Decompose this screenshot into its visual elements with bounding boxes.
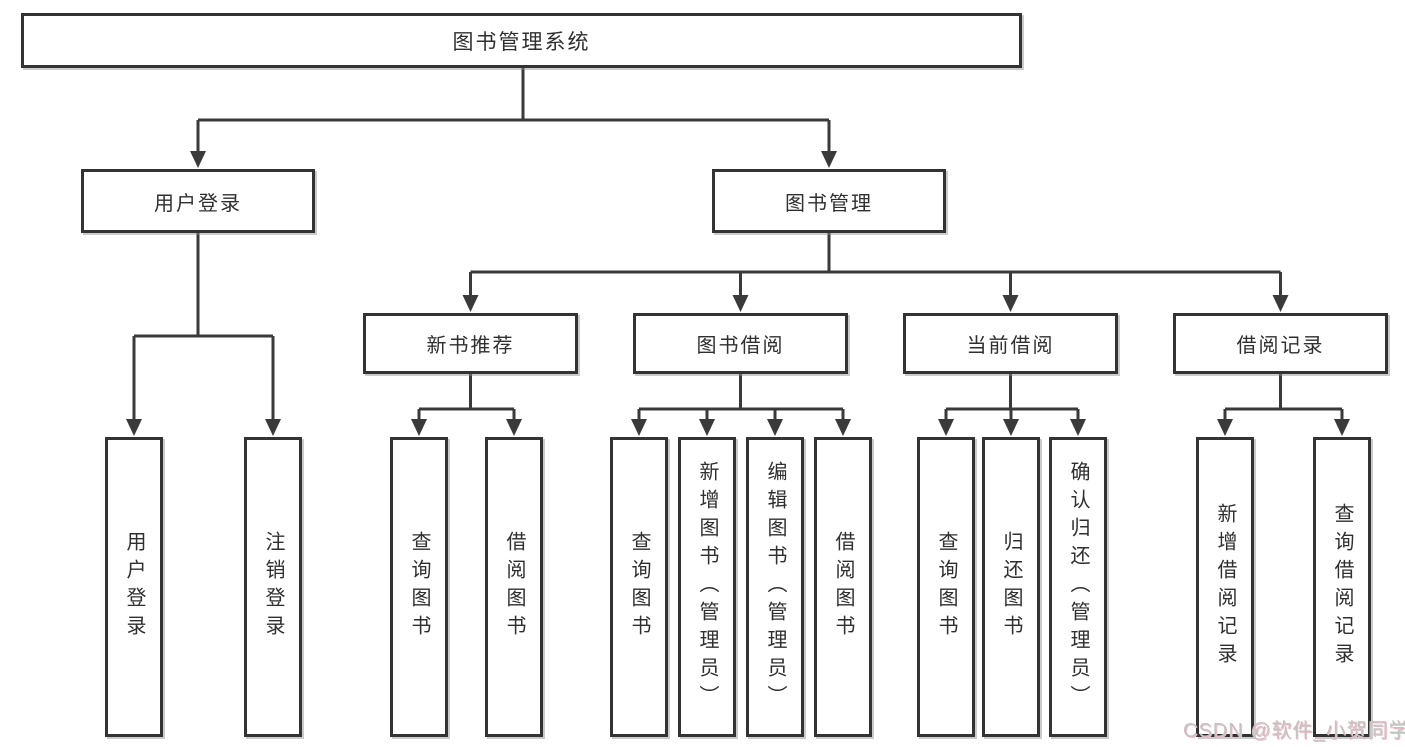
leaf-return-book-label: 归还图书 [1000, 531, 1022, 643]
node-new-book-recommend-label: 新书推荐 [426, 335, 515, 357]
csdn-watermark: CSDN @软件_小贺同学 [1183, 720, 1405, 742]
leaf-borrow-books-newbook-label: 借阅图书 [503, 531, 525, 643]
connector-current-to-leaves [944, 373, 1080, 421]
node-root: 图书管理系统 [21, 13, 1022, 68]
leaf-borrow-books-newbook: 借阅图书 [485, 437, 543, 737]
arrowheads-borrow-to-leaves [631, 419, 851, 436]
connector-records-to-leaves [1223, 373, 1344, 421]
leaf-borrow-books-borrow-label: 借阅图书 [832, 531, 854, 643]
arrowheads-new-book-to-leaves [411, 419, 522, 436]
connector-root-to-level2 [196, 68, 831, 152]
leaf-add-book-admin: 新增图书（管理员） [678, 437, 736, 737]
node-root-label: 图书管理系统 [452, 30, 591, 54]
leaf-query-books-borrow-label: 查询图书 [628, 531, 650, 643]
leaf-query-borrow-record-label: 查询借阅记录 [1331, 503, 1353, 671]
leaf-confirm-return-admin-label: 确认归还（管理员） [1067, 461, 1089, 713]
leaf-query-books-borrow: 查询图书 [610, 437, 668, 737]
node-book-management: 图书管理 [712, 169, 946, 233]
arrowheads-book-mgmt-to-level3 [462, 295, 1289, 312]
leaf-edit-book-admin-label: 编辑图书（管理员） [764, 461, 786, 713]
leaf-query-books-newbook: 查询图书 [390, 437, 448, 737]
leaf-add-book-admin-label: 新增图书（管理员） [696, 461, 718, 713]
arrowheads-records-to-leaves [1217, 419, 1350, 436]
leaf-query-books-current: 查询图书 [917, 437, 975, 737]
leaf-query-borrow-record: 查询借阅记录 [1313, 437, 1371, 737]
node-borrow-records: 借阅记录 [1173, 313, 1388, 374]
arrowheads-user-login-to-leaves [126, 419, 281, 436]
connector-user-login-to-leaves [132, 232, 275, 420]
node-new-book-recommend: 新书推荐 [363, 313, 578, 374]
leaf-borrow-books-borrow: 借阅图书 [814, 437, 872, 737]
node-book-borrow-label: 图书借阅 [696, 335, 785, 357]
leaf-user-login: 用户登录 [105, 437, 163, 737]
leaf-edit-book-admin: 编辑图书（管理员） [746, 437, 804, 737]
arrowheads-current-to-leaves [938, 419, 1086, 436]
leaf-query-books-current-label: 查询图书 [935, 531, 957, 643]
node-user-login: 用户登录 [81, 169, 315, 233]
leaf-user-login-label: 用户登录 [123, 531, 145, 643]
leaf-query-books-newbook-label: 查询图书 [408, 531, 430, 643]
connector-book-mgmt-to-level3 [469, 232, 1282, 297]
connector-new-book-to-leaves [417, 373, 516, 421]
node-book-management-label: 图书管理 [785, 192, 873, 215]
node-current-borrow: 当前借阅 [903, 313, 1118, 374]
leaf-logout: 注销登录 [244, 437, 302, 737]
arrowheads-root-to-level2 [190, 151, 837, 168]
leaf-add-borrow-record: 新增借阅记录 [1196, 437, 1254, 737]
node-current-borrow-label: 当前借阅 [966, 335, 1055, 357]
leaf-confirm-return-admin: 确认归还（管理员） [1049, 437, 1107, 737]
node-user-login-label: 用户登录 [154, 192, 242, 215]
node-book-borrow: 图书借阅 [633, 313, 848, 374]
connector-borrow-to-leaves [637, 373, 845, 421]
leaf-logout-label: 注销登录 [262, 531, 284, 643]
node-borrow-records-label: 借阅记录 [1236, 335, 1325, 357]
leaf-return-book: 归还图书 [982, 437, 1040, 737]
leaf-add-borrow-record-label: 新增借阅记录 [1214, 503, 1236, 671]
